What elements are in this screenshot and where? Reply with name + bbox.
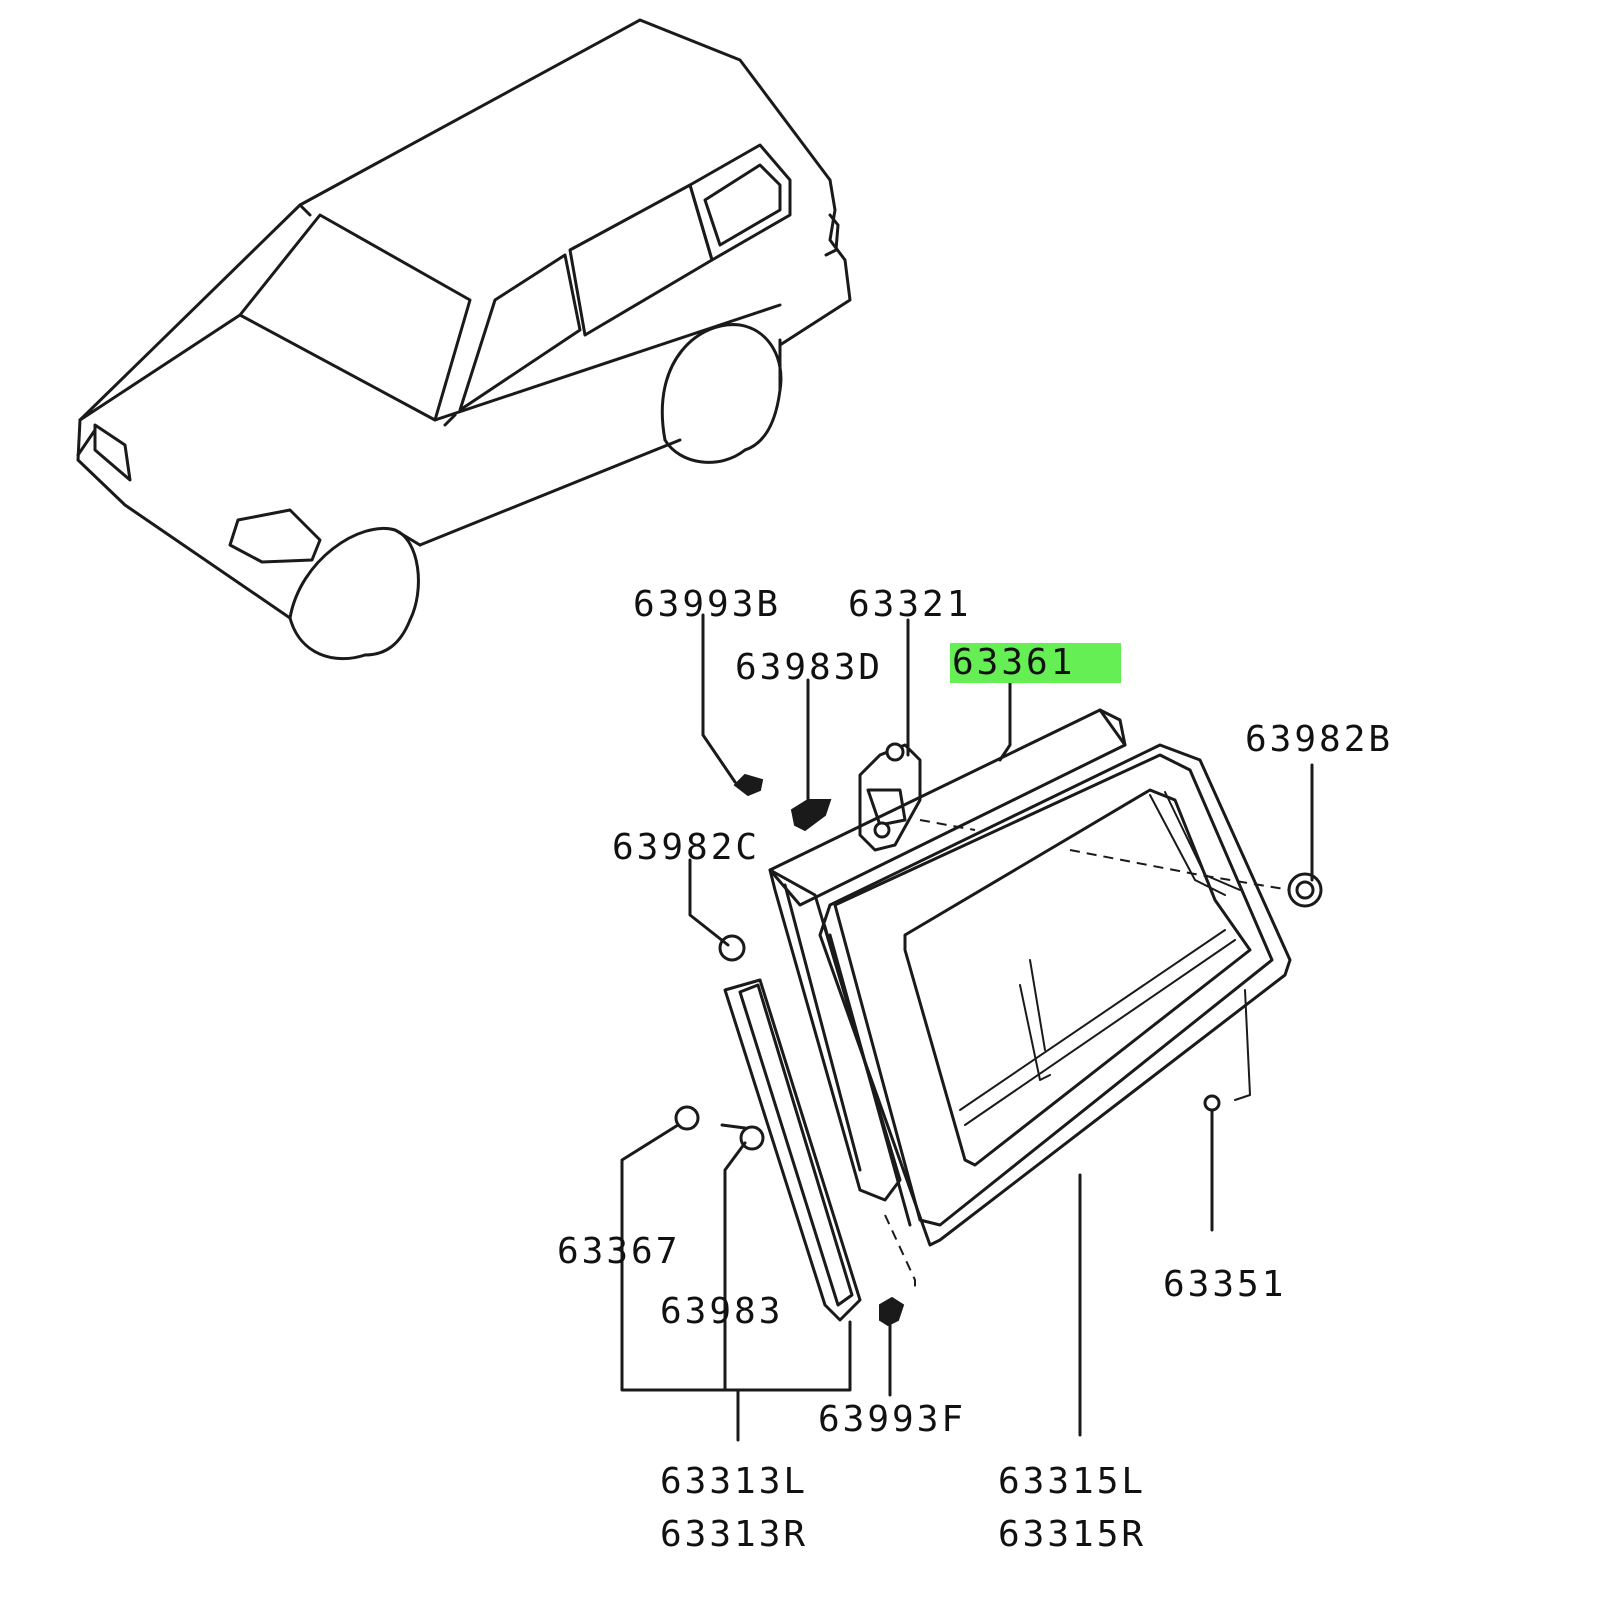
label-63993b[interactable]: 63993B xyxy=(633,584,782,625)
label-63993f[interactable]: 63993F xyxy=(818,1399,967,1440)
label-63315r[interactable]: 63315R xyxy=(998,1514,1147,1555)
quarter-window-assembly xyxy=(723,708,1292,1322)
fasteners xyxy=(674,773,1323,1327)
label-63367[interactable]: 63367 xyxy=(557,1231,681,1272)
label-63982b[interactable]: 63982B xyxy=(1245,719,1394,760)
label-63983[interactable]: 63983 xyxy=(660,1291,784,1332)
label-63351[interactable]: 63351 xyxy=(1163,1264,1287,1305)
vehicle-outline-icon xyxy=(76,18,852,661)
label-63315l[interactable]: 63315L xyxy=(998,1461,1147,1502)
label-63313l[interactable]: 63313L xyxy=(660,1461,809,1502)
label-63361-highlighted[interactable]: 63361 xyxy=(950,643,1122,683)
label-63982c[interactable]: 63982C xyxy=(612,827,761,868)
leader-lines xyxy=(620,613,1314,1442)
label-63321[interactable]: 63321 xyxy=(848,584,972,625)
label-63983d[interactable]: 63983D xyxy=(735,647,884,688)
label-63313r[interactable]: 63313R xyxy=(660,1514,809,1555)
